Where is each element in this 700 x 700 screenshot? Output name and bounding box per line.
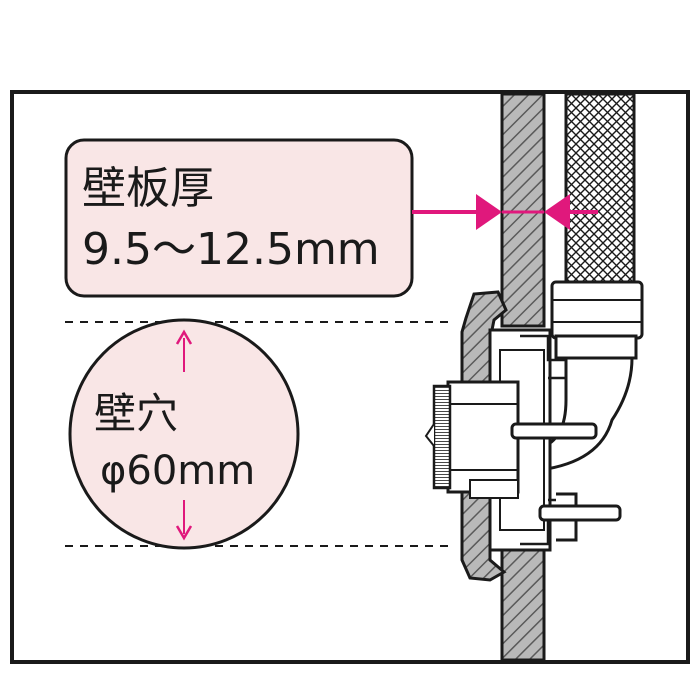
upper-pin (510, 422, 598, 440)
wall-hole-label-circle (68, 318, 300, 550)
braided-hose (564, 92, 636, 286)
wall-thickness-range: 9.5～12.5mm (82, 224, 380, 275)
hose-fitting (550, 280, 644, 360)
wall-hole-diameter: φ60mm (100, 448, 255, 494)
wall-board-lower (500, 538, 546, 662)
wall-hole-title: 壁穴 (94, 389, 178, 438)
thickness-dimension-arrows (412, 194, 598, 230)
wall-thickness-label-box (64, 138, 414, 298)
lower-pin (538, 504, 622, 522)
faucet-socket (424, 328, 578, 552)
wall-thickness-title: 壁板厚 (82, 163, 214, 214)
wall-board-upper (500, 92, 546, 328)
hole-diameter-arrow (175, 329, 193, 541)
